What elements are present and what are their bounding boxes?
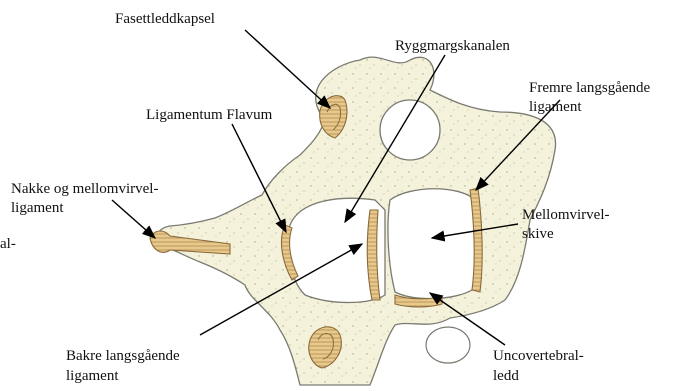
label-fasettleddkapsel: Fasettleddkapsel	[115, 11, 215, 28]
label-partial-left: al-	[0, 236, 16, 253]
label-ryggmargskanalen: Ryggmargskanalen	[395, 38, 510, 55]
label-mellomvirvel-line2: skive	[522, 226, 554, 243]
upper-foramen	[380, 100, 440, 160]
label-uncovertebral-line2: ledd	[493, 368, 519, 385]
label-uncovertebral-line1: Uncovertebral-	[493, 348, 584, 365]
arrow-nakke	[112, 200, 155, 238]
arrow-fasettleddkapsel	[245, 30, 330, 108]
intervertebral-disc	[388, 189, 478, 299]
label-fremre-line2: ligament	[529, 99, 582, 116]
label-fremre-line1: Fremre langsgående	[529, 80, 650, 97]
label-bakre-line2: ligament	[66, 368, 119, 385]
label-bakre-line1: Bakre langsgående	[66, 348, 180, 365]
label-nakke-line2: ligament	[11, 200, 64, 217]
label-ligamentum-flavum: Ligamentum Flavum	[146, 107, 272, 124]
label-mellomvirvel-line1: Mellomvirvel-	[522, 207, 609, 224]
label-nakke-line1: Nakke og mellomvirvel-	[11, 181, 158, 198]
lower-foramen	[426, 327, 470, 363]
